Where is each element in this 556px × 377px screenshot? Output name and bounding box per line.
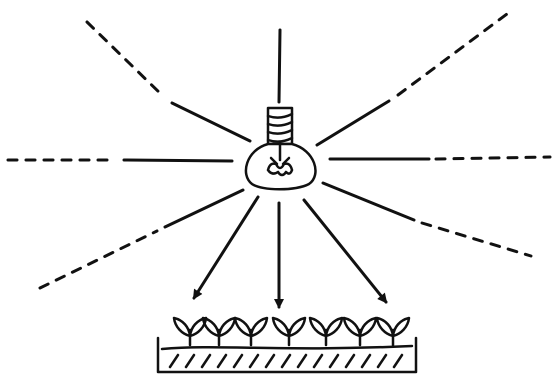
seedling-5 bbox=[310, 318, 342, 345]
dashed-ray-right bbox=[436, 157, 550, 159]
seedling-3 bbox=[235, 318, 267, 345]
ray-lower-right bbox=[323, 183, 414, 220]
light-bulb-icon bbox=[246, 108, 316, 189]
seedling-7 bbox=[377, 318, 409, 345]
seedling-2 bbox=[203, 318, 235, 345]
dashed-ray-lower-right bbox=[422, 223, 531, 256]
dashed-ray-lower-left bbox=[40, 231, 157, 288]
ray-up bbox=[279, 30, 280, 102]
arrow-left bbox=[194, 197, 258, 298]
arrow-right bbox=[304, 200, 386, 302]
planting-tray bbox=[158, 338, 416, 372]
seedling-6 bbox=[344, 318, 376, 345]
ray-upper-left bbox=[172, 103, 250, 141]
seedling-4 bbox=[273, 318, 305, 345]
ray-upper-right bbox=[317, 101, 389, 145]
tray-hatching bbox=[170, 355, 402, 367]
ray-lower-left bbox=[165, 190, 243, 227]
tray-soil-line bbox=[162, 346, 412, 349]
arrows-to-plants bbox=[194, 197, 386, 307]
seedling-1 bbox=[174, 318, 206, 345]
dashed-ray-upper-left bbox=[87, 22, 164, 97]
ray-left bbox=[124, 160, 232, 161]
seedlings bbox=[174, 318, 409, 345]
dashed-ray-upper-right bbox=[398, 14, 507, 95]
